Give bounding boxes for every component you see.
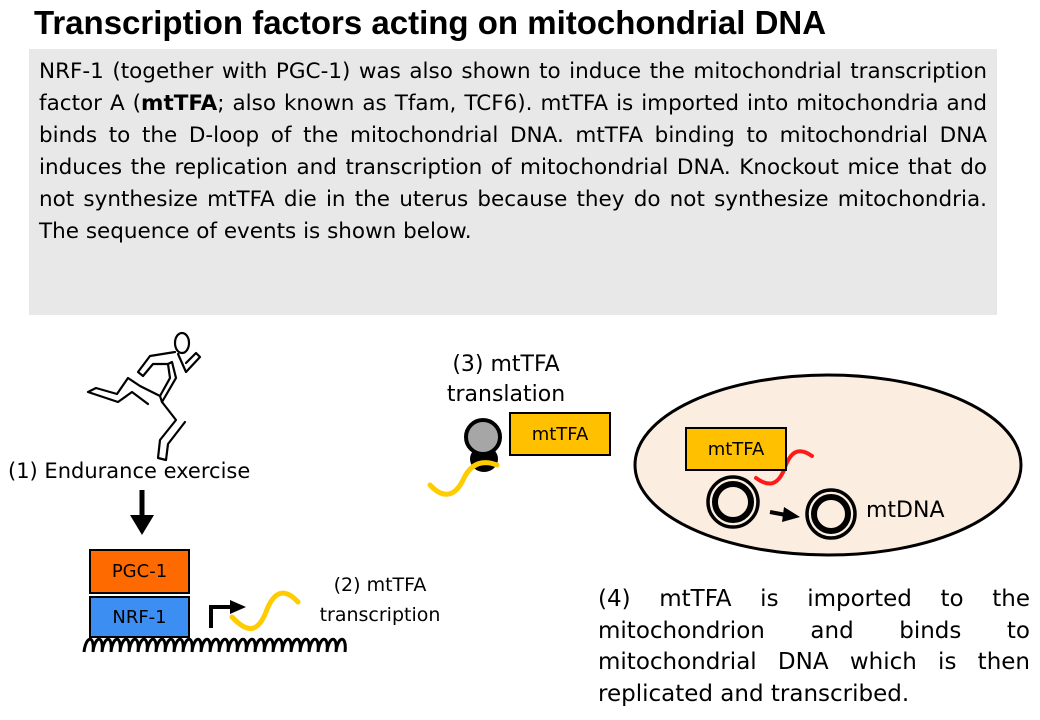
step3-label: (3) mtTFA translation <box>428 350 584 410</box>
mttfa-protein-mitochondrion: mtTFA <box>685 427 787 471</box>
replication-arrow-icon <box>769 507 800 522</box>
step4-text: (4) mtTFA is imported to the mitochondri… <box>598 586 1030 707</box>
step2-line2: transcription <box>319 604 441 626</box>
mttfa-protein-cytosol: mtTFA <box>509 412 611 456</box>
dna-helix <box>82 637 347 653</box>
mtdna-label: mtDNA <box>866 498 945 523</box>
intro-panel: NRF-1 (together with PGC-1) was also sho… <box>29 49 997 315</box>
page-title: Transcription factors acting on mitochon… <box>34 4 827 41</box>
transcription-start-arrow-icon <box>209 605 232 628</box>
step1-label: (1) Endurance exercise <box>8 459 251 483</box>
intro-paragraph: NRF-1 (together with PGC-1) was also sho… <box>39 56 987 248</box>
mrna-on-ribosome <box>427 460 500 497</box>
intro-text-1: NRF-1 (together with PGC-1) was also sho… <box>39 59 987 116</box>
intro-highlight: mtTFA <box>141 91 218 116</box>
mtdna-replicated-circle-icon <box>805 488 857 540</box>
step2-label: (2) mtTFA transcription <box>298 570 462 630</box>
step3-line2: translation <box>446 382 566 407</box>
mrna-transcript <box>229 590 301 631</box>
pgc1-box: PGC-1 <box>89 549 190 594</box>
step3-line1: (3) mtTFA <box>452 352 560 377</box>
runner-icon <box>86 331 202 462</box>
nrf1-box: NRF-1 <box>89 596 190 638</box>
mitochondrion-icon <box>633 373 1023 557</box>
step2-line1: (2) mtTFA <box>333 574 427 596</box>
mtdna-circle-icon <box>706 475 760 529</box>
intro-text-2: ; also known as Tfam, TCF6). mtTFA is im… <box>39 91 987 244</box>
down-arrow-icon <box>130 490 154 535</box>
transcription-arrow-head <box>230 600 246 614</box>
